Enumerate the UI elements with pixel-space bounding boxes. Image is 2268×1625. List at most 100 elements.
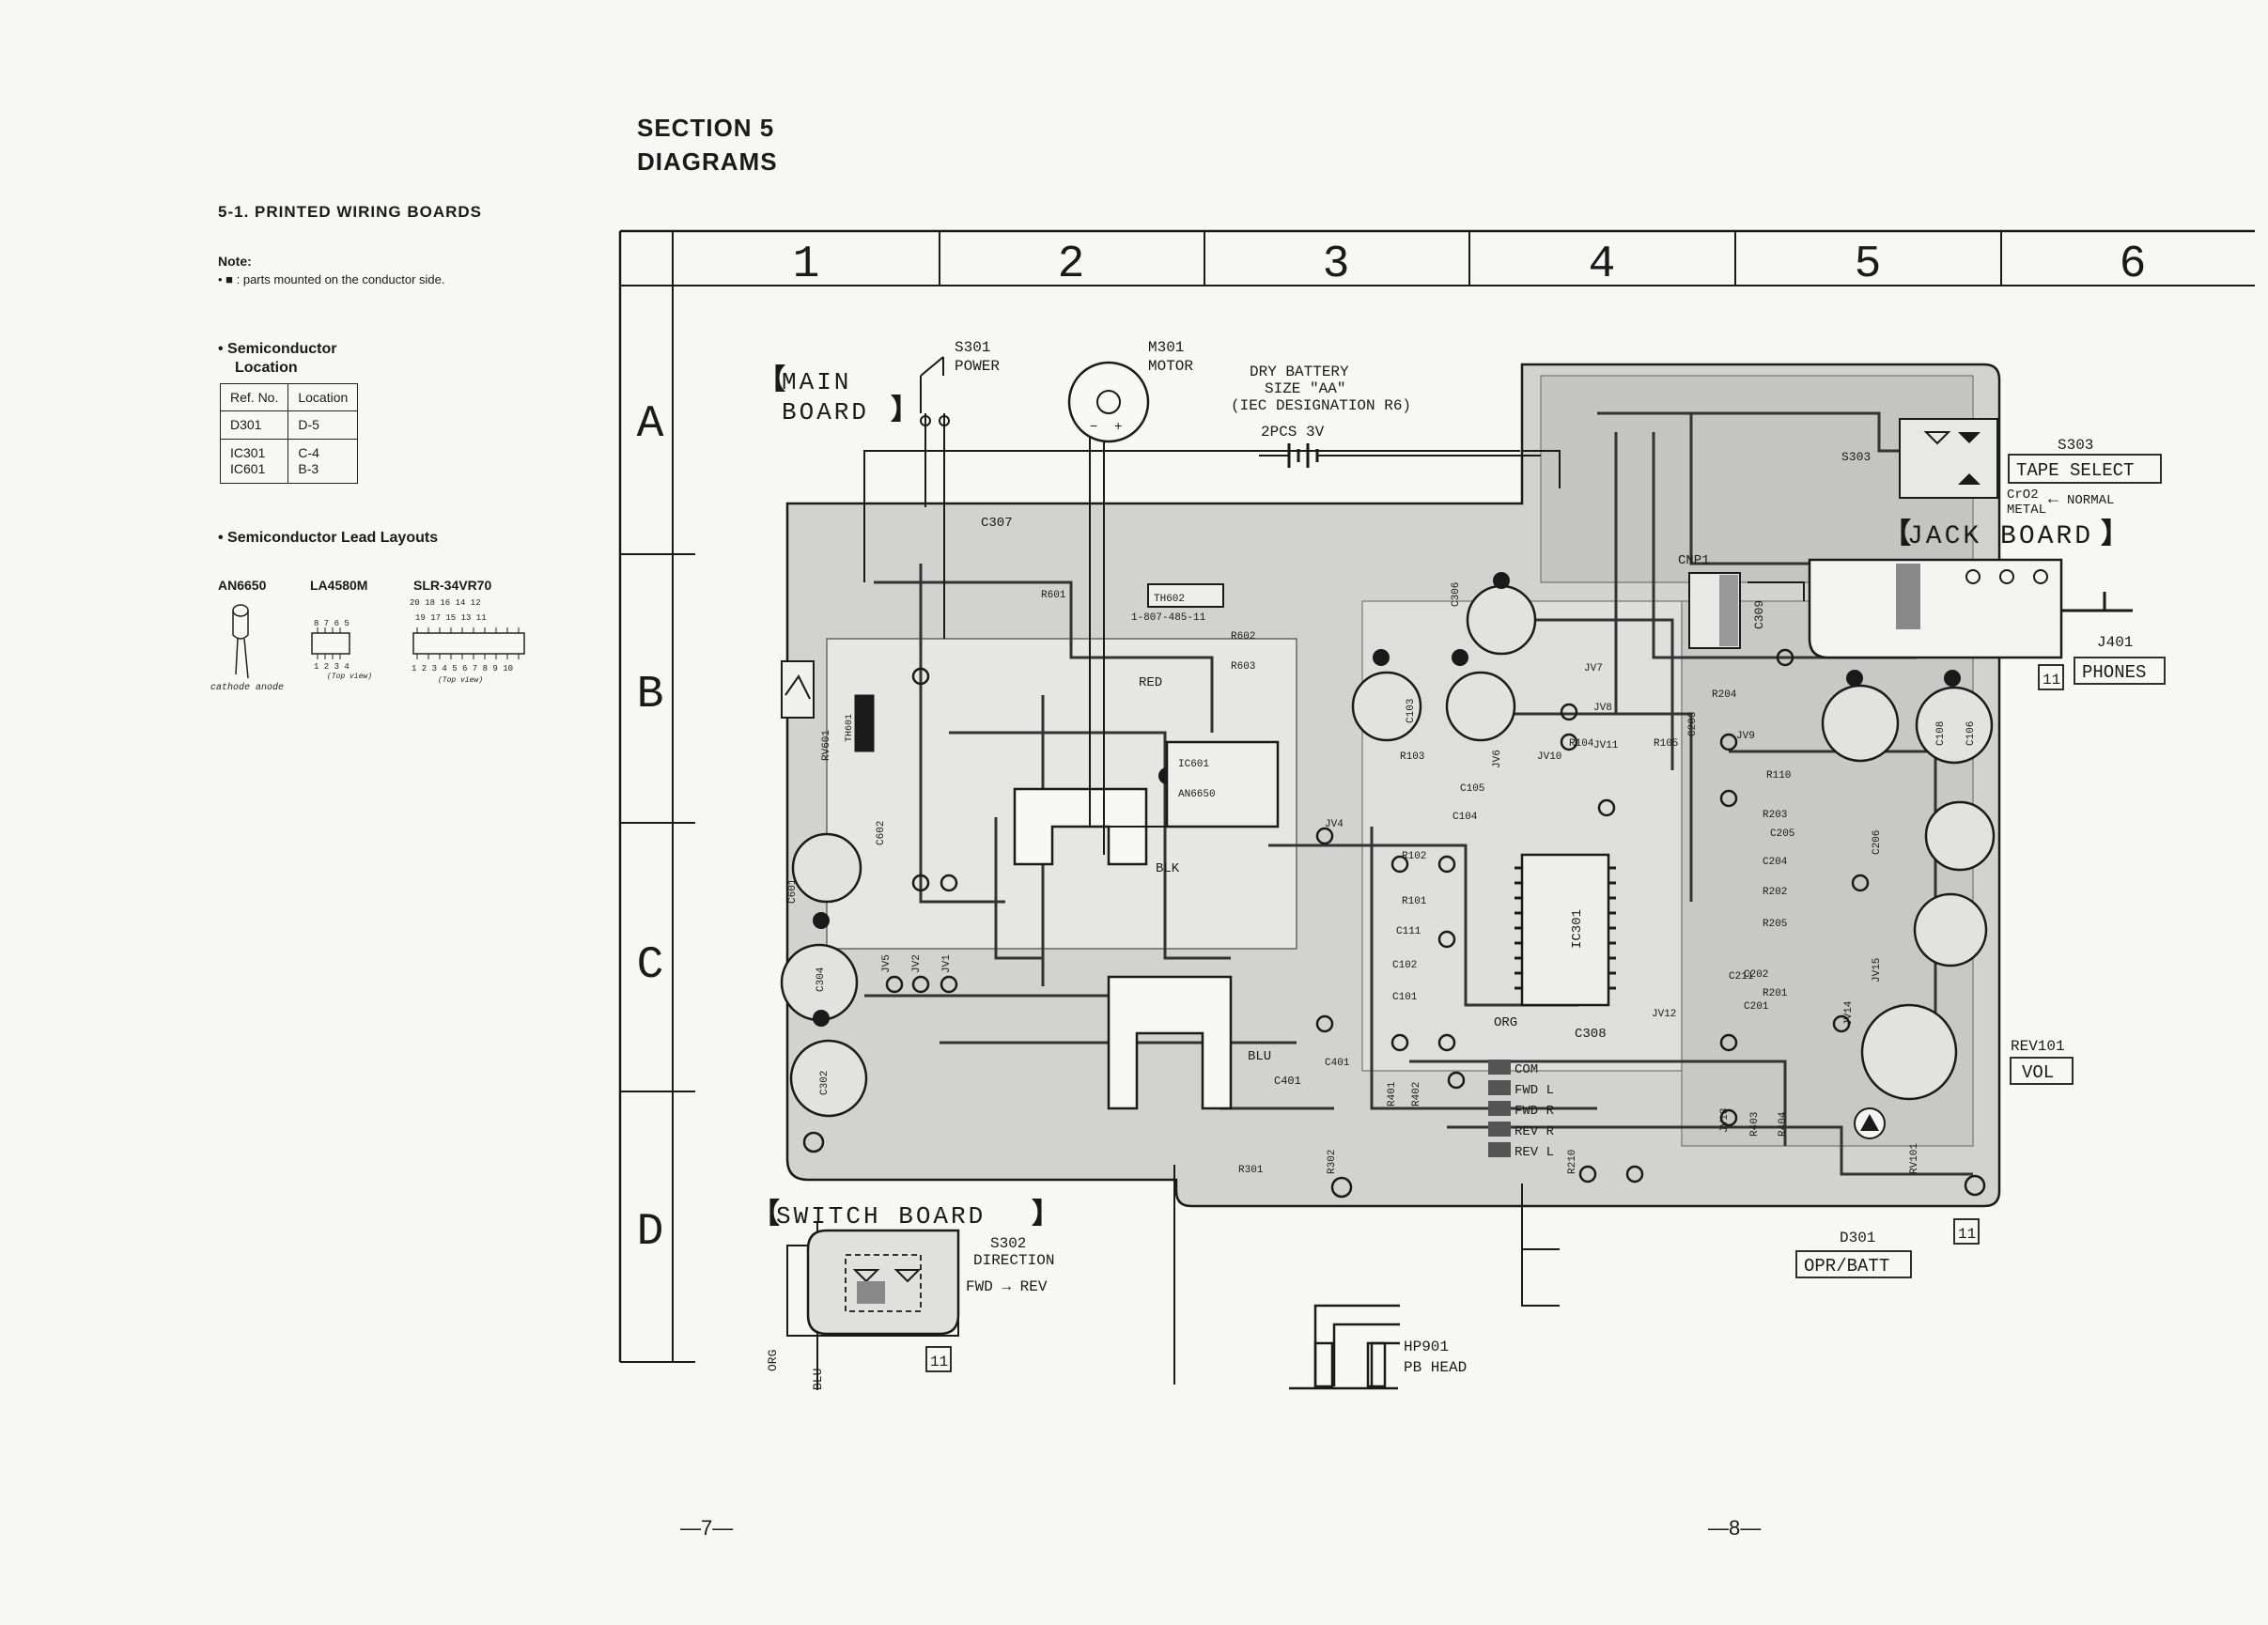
grid-col-6: 6 bbox=[2120, 240, 2147, 290]
part-name-la4580m: LA4580M bbox=[310, 578, 368, 593]
motor-label: MOTOR bbox=[1148, 358, 1193, 375]
ic601-part: AN6650 bbox=[1178, 789, 1216, 800]
component-label: R101 bbox=[1402, 896, 1427, 907]
page-number-left: —7— bbox=[680, 1516, 734, 1540]
subsection-title: 5-1. PRINTED WIRING BOARDS bbox=[218, 203, 483, 221]
head-com-label: COM bbox=[1515, 1062, 1538, 1077]
component-label: R401 bbox=[1387, 1081, 1398, 1107]
component-label: C602 bbox=[876, 821, 887, 845]
component-label: C302 bbox=[819, 1071, 831, 1095]
direction-label: DIRECTION bbox=[973, 1252, 1054, 1269]
component-label: JV6 bbox=[1492, 750, 1503, 768]
power-label: POWER bbox=[955, 358, 1000, 375]
thermistor-th601: TH601 bbox=[845, 694, 875, 752]
switch-wire-blu-label: BLU bbox=[811, 1369, 825, 1390]
tape-select-switch bbox=[1899, 418, 1998, 499]
component-label: JV10 bbox=[1537, 751, 1561, 763]
section-title: DIAGRAMS bbox=[637, 147, 778, 176]
led-array-icon bbox=[412, 627, 525, 659]
battery-label-line3: (IEC DESIGNATION R6) bbox=[1231, 397, 1411, 414]
capacitor-c101 bbox=[1466, 584, 1537, 656]
component-label: R402 bbox=[1411, 1082, 1422, 1107]
slr-caption: (Top view) bbox=[438, 676, 483, 685]
heading-line: Location bbox=[235, 360, 298, 376]
component-label: C108 bbox=[1935, 721, 1947, 746]
component-label: C103 bbox=[1406, 699, 1417, 723]
component-label: C211 bbox=[1729, 971, 1754, 983]
component-label: R202 bbox=[1763, 887, 1787, 898]
slr-pins-bottom: 1 2 3 4 5 6 7 8 9 10 bbox=[412, 664, 513, 673]
svg-text:】: 】 bbox=[2101, 518, 2129, 552]
switch-board-title: SWITCH BOARD bbox=[776, 1202, 986, 1230]
pb-head-label: PB HEAD bbox=[1404, 1359, 1467, 1376]
head-fwd-l-label: FWD L bbox=[1515, 1083, 1554, 1098]
la-caption: (Top view) bbox=[327, 673, 372, 681]
switch-board bbox=[806, 1229, 960, 1336]
svg-text:←: ← bbox=[2048, 490, 2058, 509]
component-label: R104 bbox=[1569, 738, 1594, 750]
slr-pins-top2: 19 17 15 13 11 bbox=[415, 613, 487, 623]
grid-row-c: C bbox=[637, 940, 664, 991]
component-label: R201 bbox=[1763, 988, 1788, 999]
component-label: C202 bbox=[1744, 969, 1768, 981]
capacitor-c103 bbox=[1351, 671, 1422, 742]
capacitor-c208 bbox=[1821, 684, 1900, 763]
component-label: C203 bbox=[1687, 712, 1699, 736]
phones-label: PHONES bbox=[2082, 662, 2146, 683]
component-label: C204 bbox=[1763, 857, 1788, 868]
grid-col-4: 4 bbox=[1589, 240, 1616, 290]
component-label: R203 bbox=[1763, 810, 1787, 821]
component-label: C102 bbox=[1392, 960, 1417, 971]
grid-row-a: A bbox=[637, 399, 664, 450]
c309-label: C309 bbox=[1752, 600, 1766, 629]
grid-frame bbox=[618, 229, 2255, 1363]
capacitor-c105 bbox=[1445, 671, 1516, 742]
th602-part-number: 1-807-485-11 bbox=[1131, 612, 1206, 624]
th602-label: TH602 bbox=[1154, 594, 1185, 605]
capacitor-c601 bbox=[791, 832, 862, 904]
section-heading: SECTION 5 DIAGRAMS bbox=[637, 111, 778, 178]
component-label: JV5 bbox=[881, 954, 893, 973]
trimmer-rv601: RV601 bbox=[781, 660, 832, 761]
led-icon bbox=[232, 604, 249, 679]
section-number: SECTION 5 bbox=[637, 114, 775, 142]
page-number-right: —8— bbox=[1708, 1516, 1762, 1540]
motor-icon: − + bbox=[1067, 361, 1150, 443]
rv601-label: RV601 bbox=[821, 730, 832, 761]
d301-label: D301 bbox=[1840, 1230, 1875, 1246]
semiconductor-location-table: Ref. No. Location D301 D-5 IC301 IC601 C… bbox=[219, 383, 359, 484]
s301-label: S301 bbox=[955, 339, 990, 356]
pb-head-icon bbox=[1289, 1304, 1400, 1390]
ic301: IC301 bbox=[1515, 853, 1616, 1007]
capacitor-c108 bbox=[1915, 686, 1994, 765]
component-label: C601 bbox=[787, 878, 799, 904]
battery-icon bbox=[1259, 443, 1541, 468]
hp901-label: HP901 bbox=[1404, 1339, 1449, 1355]
svg-text:】: 】 bbox=[891, 395, 919, 428]
table-cell: D-5 bbox=[287, 410, 359, 440]
head-connector-pads bbox=[1488, 1060, 1511, 1157]
component-label: R110 bbox=[1766, 770, 1791, 782]
s302-label: S302 bbox=[990, 1235, 1026, 1252]
c307-label: C307 bbox=[981, 516, 1013, 531]
ic601-label: IC601 bbox=[1178, 759, 1209, 770]
part-name-slr34vr70: SLR-34VR70 bbox=[413, 578, 492, 593]
th601-label: TH601 bbox=[845, 714, 855, 742]
component-label: R404 bbox=[1778, 1111, 1789, 1137]
component-label: C304 bbox=[816, 967, 827, 992]
la-pins-bottom: 1 2 3 4 bbox=[314, 662, 350, 672]
component-label: JV1 bbox=[941, 954, 953, 973]
ic601: IC601 AN6650 bbox=[1165, 740, 1280, 828]
svg-text:】: 】 bbox=[1032, 1199, 1060, 1232]
jack-board-title: JACK BOARD bbox=[1907, 522, 2093, 551]
component-label: JV9 bbox=[1736, 731, 1755, 742]
column-header: Ref. No. bbox=[219, 383, 289, 411]
component-label: C205 bbox=[1770, 828, 1794, 840]
component-label: R302 bbox=[1327, 1150, 1338, 1174]
m301-label: M301 bbox=[1148, 339, 1184, 356]
grid-col-2: 2 bbox=[1058, 240, 1085, 290]
component-labels: C601 C304 C302 C602 JV1 JV2 JV5 R601 R60… bbox=[787, 582, 1977, 1176]
component-label: R205 bbox=[1763, 919, 1787, 930]
head-rev-l-label: REV L bbox=[1515, 1145, 1554, 1160]
